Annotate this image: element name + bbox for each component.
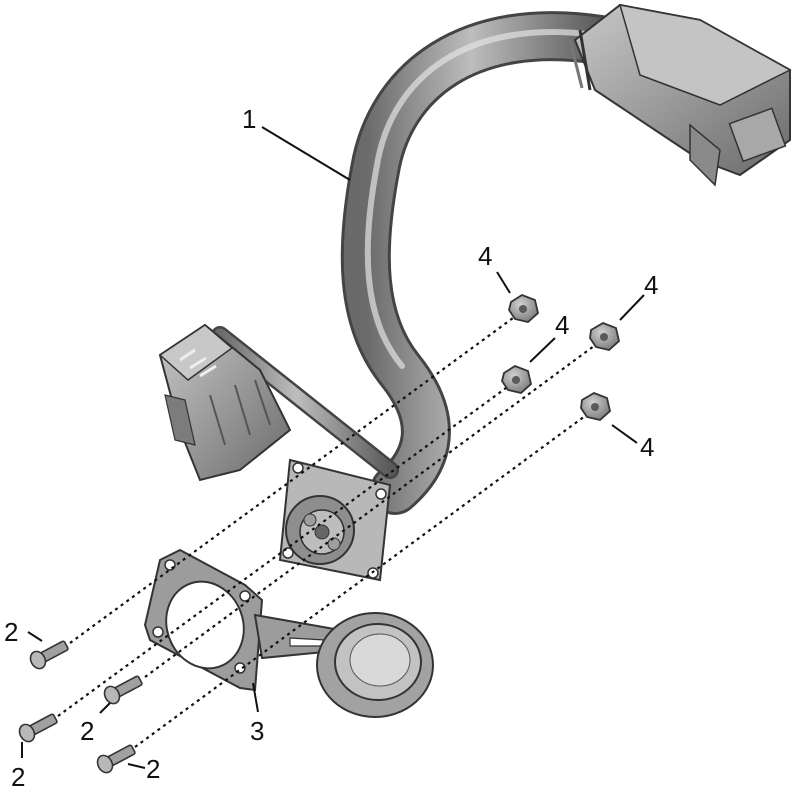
- callout-4c: 4: [555, 310, 569, 340]
- callout-1: 1: [242, 104, 256, 134]
- nut-lower-right: [580, 392, 611, 421]
- callout-4b: 4: [644, 270, 658, 300]
- assembly-axis-lines: [57, 317, 595, 748]
- screw-3: [18, 713, 58, 743]
- nut-middle: [501, 364, 532, 394]
- leader-4c: [529, 337, 556, 363]
- axis-line-2: [144, 345, 595, 678]
- callout-4d: 4: [640, 432, 654, 462]
- leader-2d: [127, 763, 146, 769]
- axis-line-3: [57, 387, 507, 717]
- screw-4: [96, 744, 136, 774]
- upper-connector: [568, 3, 792, 187]
- leader-4a: [496, 271, 511, 294]
- harness-assembly: [158, 3, 792, 582]
- callout-labels: 1 2 2 2 2 3 4 4 4 4: [4, 104, 658, 792]
- callout-4a: 4: [478, 241, 492, 271]
- screws: [18, 640, 143, 774]
- axis-line-1: [69, 317, 514, 644]
- axis-line-4: [134, 415, 586, 748]
- nuts: [501, 293, 620, 421]
- leader-2b: [99, 702, 111, 714]
- gasket-with-cap: [143, 548, 434, 718]
- callout-2b: 2: [80, 716, 94, 746]
- screw-2: [103, 675, 143, 705]
- harness-flange-connector: [278, 458, 392, 582]
- callout-3: 3: [250, 716, 264, 746]
- nut-top-left: [508, 293, 539, 323]
- callout-2d: 2: [146, 754, 160, 784]
- callout-2a: 2: [4, 617, 18, 647]
- nut-top-right: [589, 322, 620, 351]
- leader-2a: [27, 631, 43, 642]
- side-connector: [158, 323, 292, 482]
- leader-lines: [21, 126, 645, 769]
- leader-4b: [619, 294, 645, 321]
- harness-tube-highlight: [364, 29, 598, 369]
- screw-1: [29, 640, 69, 670]
- leader-4d: [611, 424, 638, 444]
- leader-3: [252, 682, 259, 713]
- leader-1: [261, 126, 351, 181]
- callout-2c: 2: [11, 762, 25, 792]
